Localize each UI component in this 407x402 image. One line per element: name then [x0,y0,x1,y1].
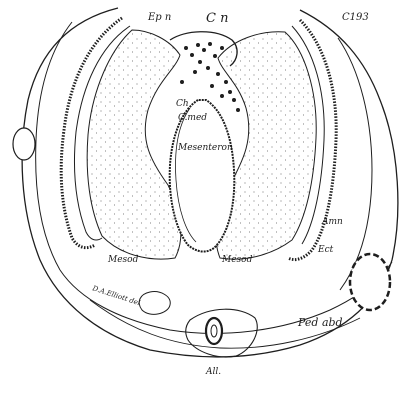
label-mesenteron: Mesenteron [177,143,233,153]
label-ep-n: Ep n [147,12,171,23]
label-ch: Ch [176,99,189,109]
label-ped-abd: Ped abd [297,316,343,329]
left-vessel [13,128,35,160]
label-mesod-right: Mesod [221,255,253,265]
left-mesoderm [87,30,181,259]
lower-lobe [139,292,170,315]
label-all: All. [205,367,221,377]
label-mesod-left: Mesod [107,255,139,265]
label-c-n: C n [206,11,228,26]
label-amn: Amn [321,217,343,227]
right-membrane-outline [338,38,372,290]
right-vessel [350,254,390,310]
allantois [206,318,222,344]
second-membrane-outline [36,22,72,270]
specimen-number: C193 [342,12,369,23]
label-ect: Ect [317,245,334,255]
label-c-med: C.med [178,113,207,123]
